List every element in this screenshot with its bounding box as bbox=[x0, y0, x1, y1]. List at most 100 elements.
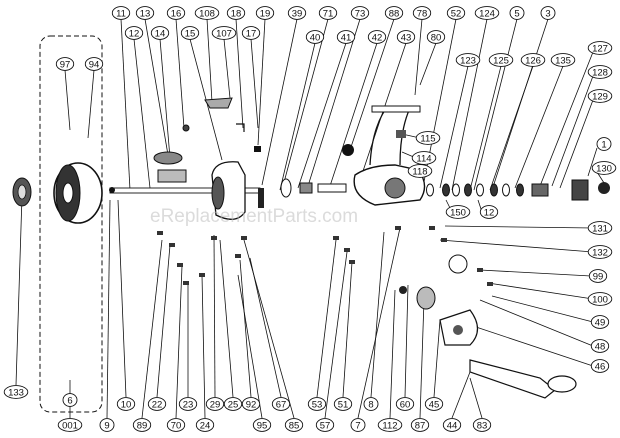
callout-right-99: 99 bbox=[588, 269, 608, 283]
watermark: eReplacementParts.com bbox=[150, 206, 358, 227]
callout-oval bbox=[305, 30, 325, 44]
callout-number: 118 bbox=[412, 166, 427, 177]
callout-number: 100 bbox=[592, 294, 608, 305]
callout-top-71: 71 bbox=[318, 6, 338, 20]
callout-oval bbox=[384, 6, 404, 20]
leader-line bbox=[439, 239, 594, 253]
ratchet-pin bbox=[182, 124, 190, 132]
callout-top-97: 97 bbox=[55, 57, 75, 71]
callout-number: 115 bbox=[420, 133, 435, 144]
callout-top-123: 123 bbox=[455, 53, 481, 67]
callout-number: 17 bbox=[246, 28, 257, 39]
callout-oval bbox=[255, 6, 275, 20]
leader-line bbox=[133, 38, 151, 189]
callout-number: 150 bbox=[450, 207, 466, 218]
slider-block bbox=[157, 169, 187, 183]
leader-line bbox=[213, 234, 216, 398]
callout-right-132: 132 bbox=[587, 245, 613, 259]
washer bbox=[490, 183, 498, 197]
callout-oval bbox=[587, 292, 613, 306]
callout-number: 126 bbox=[525, 55, 541, 66]
leader-line bbox=[559, 99, 594, 189]
callout-number: 15 bbox=[185, 28, 196, 39]
callout-oval bbox=[426, 30, 446, 44]
callout-top-5: 5 bbox=[509, 6, 525, 20]
callout-oval bbox=[336, 30, 356, 44]
callout-top-14: 14 bbox=[150, 26, 170, 40]
small-part bbox=[477, 268, 483, 272]
callout-right-130: 130 bbox=[591, 161, 617, 175]
callout-oval bbox=[333, 397, 353, 411]
callout-right-46: 46 bbox=[590, 359, 610, 373]
callout-bottom-92: 92 bbox=[241, 397, 261, 411]
callout-number: 112 bbox=[382, 420, 397, 431]
callout-number: 41 bbox=[341, 32, 352, 43]
callout-bottom-44: 44 bbox=[442, 418, 462, 432]
callout-number: 52 bbox=[451, 8, 462, 19]
leader-line bbox=[201, 274, 206, 419]
leader-line bbox=[370, 231, 385, 398]
callout-oval bbox=[411, 151, 437, 165]
callout-number: 57 bbox=[320, 420, 331, 431]
callout-oval bbox=[55, 57, 75, 71]
small-part bbox=[211, 236, 217, 240]
callout-oval bbox=[241, 26, 261, 40]
callout-number: 80 bbox=[431, 32, 442, 43]
callout-top-94: 94 bbox=[84, 57, 104, 71]
callout-oval bbox=[550, 53, 576, 67]
callout-bottom-8: 8 bbox=[363, 397, 379, 411]
callout-right-128: 128 bbox=[587, 65, 613, 79]
drag-knob-center bbox=[17, 184, 27, 200]
callout-inline-150: 150 bbox=[445, 205, 471, 219]
callout-oval bbox=[84, 57, 104, 71]
bail-wire-clip bbox=[236, 123, 245, 132]
leader-line bbox=[64, 69, 71, 131]
washer bbox=[464, 183, 472, 197]
pinion-stack bbox=[258, 188, 264, 208]
callout-top-135: 135 bbox=[550, 53, 576, 67]
callout-oval bbox=[590, 315, 610, 329]
callout-number: 46 bbox=[595, 361, 606, 372]
callout-top-15: 15 bbox=[180, 26, 200, 40]
callout-number: 14 bbox=[155, 28, 166, 39]
callout-number: 123 bbox=[460, 55, 476, 66]
leader-line bbox=[329, 42, 378, 187]
callout-top-43: 43 bbox=[396, 30, 416, 44]
leader-line bbox=[389, 289, 396, 419]
bearing bbox=[531, 183, 549, 197]
callout-oval bbox=[367, 30, 387, 44]
callout-oval bbox=[116, 397, 136, 411]
callout-oval bbox=[99, 418, 115, 432]
callout-number: 99 bbox=[593, 271, 604, 282]
callout-bottom-112: 112 bbox=[377, 418, 403, 432]
callout-number: 23 bbox=[183, 399, 194, 410]
leader-line bbox=[144, 18, 169, 156]
leader-line bbox=[439, 65, 469, 189]
callout-oval bbox=[350, 6, 370, 20]
callout-top-13: 13 bbox=[135, 6, 155, 20]
callout-top-42: 42 bbox=[367, 30, 387, 44]
leader-line bbox=[307, 18, 361, 187]
callout-oval bbox=[195, 418, 215, 432]
callout-bottom-57: 57 bbox=[315, 418, 335, 432]
callout-oval bbox=[205, 397, 225, 411]
callout-number: 5 bbox=[514, 8, 519, 19]
leader-line bbox=[239, 259, 252, 398]
callout-top-78: 78 bbox=[412, 6, 432, 20]
callout-top-52: 52 bbox=[446, 6, 466, 20]
callout-top-108: 108 bbox=[194, 6, 220, 20]
leader-line bbox=[316, 239, 337, 398]
leader-line bbox=[243, 239, 295, 419]
callout-number: 97 bbox=[60, 59, 71, 70]
callout-number: 7 bbox=[355, 420, 360, 431]
callout-number: 3 bbox=[545, 8, 550, 19]
leader-line bbox=[414, 18, 423, 96]
callout-oval bbox=[590, 339, 610, 353]
callout-oval bbox=[395, 397, 415, 411]
leader-line bbox=[444, 225, 594, 229]
callout-bottom-45: 45 bbox=[424, 397, 444, 411]
callout-number: 10 bbox=[121, 399, 132, 410]
diagram-parts bbox=[12, 35, 610, 413]
